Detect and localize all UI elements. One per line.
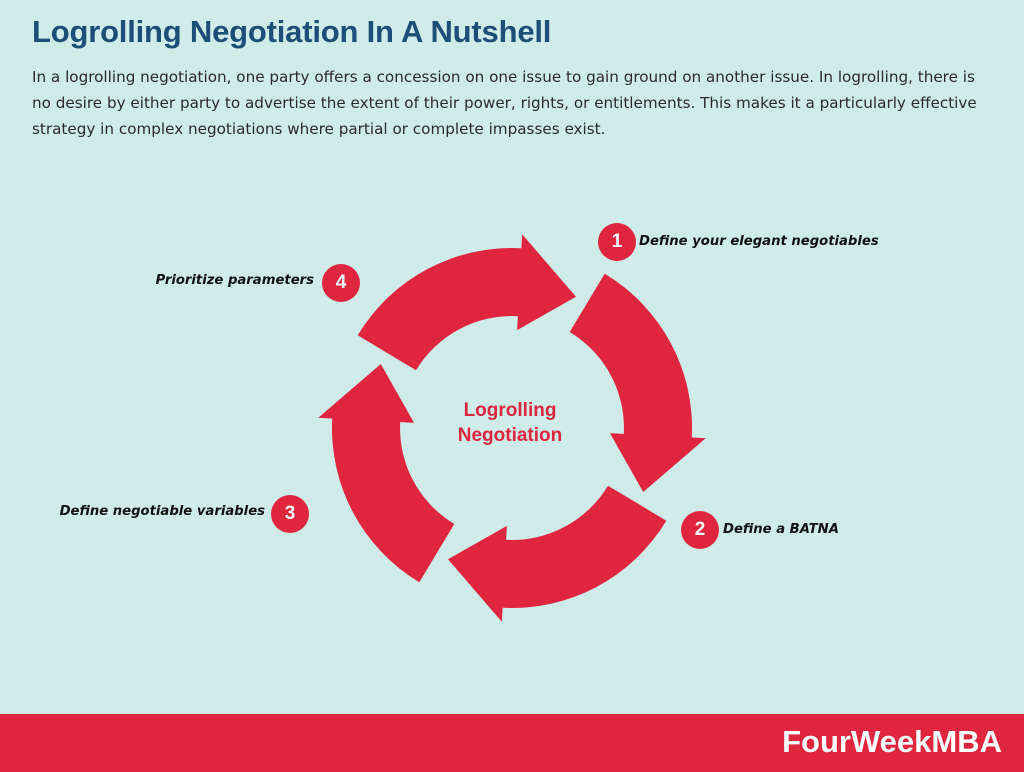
center-label-line2: Negotiation: [457, 425, 563, 446]
step-4-label: Prioritize parameters: [155, 273, 314, 288]
step-2-badge: 2: [681, 511, 719, 549]
page-title: Logrolling Negotiation In A Nutshell: [32, 14, 552, 49]
cycle-diagram: [318, 234, 706, 622]
center-label-line1: Logrolling: [463, 400, 557, 421]
step-4-badge: 4: [322, 264, 360, 302]
step-3-badge: 3: [271, 495, 309, 533]
arrow-segment-4: [357, 234, 576, 371]
arrow-segment-3: [318, 364, 455, 583]
footer-bar: FourWeekMBA: [0, 714, 1024, 772]
intro-paragraph: In a logrolling negotiation, one party o…: [32, 68, 977, 138]
center-label: Logrolling Negotiation: [430, 398, 590, 448]
arrow-segment-2: [448, 485, 667, 622]
arrow-segment-1: [569, 273, 706, 492]
step-3-label: Define negotiable variables: [59, 504, 265, 519]
brand-logo: FourWeekMBA: [782, 724, 1002, 759]
step-1-label: Define your elegant negotiables: [639, 234, 879, 249]
step-2-label: Define a BATNA: [723, 522, 839, 537]
step-1-badge: 1: [598, 223, 636, 261]
